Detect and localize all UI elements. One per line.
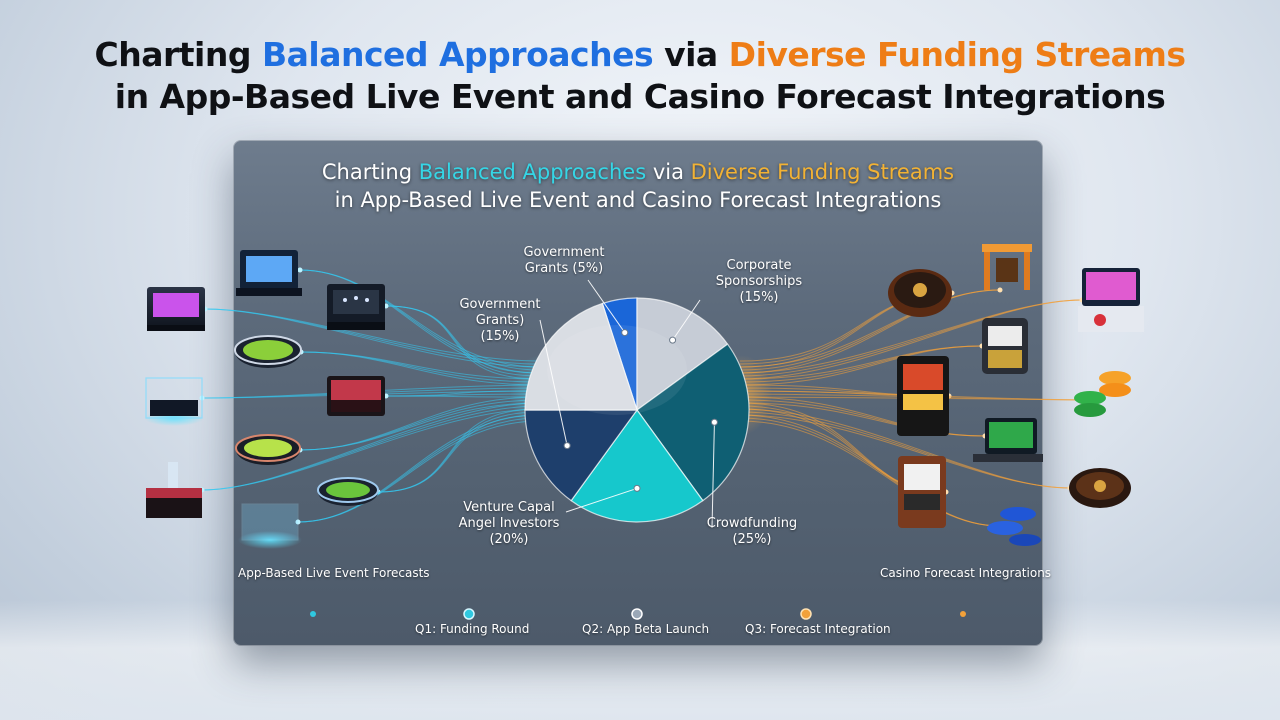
pie-leader-dot-government-grants-5 bbox=[621, 329, 629, 337]
pie-label-venture-capital: Venture Capal Angel Investors (20%) bbox=[458, 500, 560, 547]
left-stream-line bbox=[299, 269, 541, 374]
left-stream-line bbox=[377, 414, 541, 493]
left-stream-line bbox=[201, 408, 541, 491]
main-title-part2: via bbox=[653, 35, 729, 74]
panel-title-line2: in App-Based Live Event and Casino Forec… bbox=[334, 188, 942, 212]
right-stream-line bbox=[739, 414, 1001, 527]
pie-slice-unlabeled bbox=[524, 302, 638, 411]
roulette-wheel-2-icon bbox=[1069, 468, 1131, 508]
stadium-lit-icon bbox=[235, 434, 301, 465]
pie-leader-line-crowdfunding bbox=[711, 422, 715, 529]
laptop-casino-icon bbox=[1078, 268, 1144, 332]
pie-label-government-grants-5: Government Grants (5%) bbox=[523, 245, 605, 276]
panel-title-part2: via bbox=[646, 160, 691, 184]
crowd-arena-icon bbox=[327, 376, 385, 416]
panel-title-highlight-cyan: Balanced Approaches bbox=[418, 160, 647, 184]
blue-chips-icon bbox=[987, 507, 1041, 546]
poker-chips-icon bbox=[1074, 371, 1131, 417]
left-stream-line bbox=[299, 402, 541, 451]
pie-leader-line-government-grants-15 bbox=[539, 319, 568, 446]
concert-stage-icon bbox=[147, 287, 205, 331]
milestone-q3: Q3: Forecast Integration bbox=[745, 622, 891, 636]
left-stream-line bbox=[377, 408, 541, 493]
pie-leader-dot-corporate-sponsorships bbox=[669, 336, 677, 344]
right-caption: Casino Forecast Integrations bbox=[880, 566, 1052, 580]
main-title: Charting Balanced Approaches via Diverse… bbox=[0, 34, 1280, 118]
left-stream-line bbox=[297, 420, 541, 523]
pie-label-government-grants-15: Government Grants) (15%) bbox=[459, 297, 541, 344]
timeline-node-q3 bbox=[800, 608, 812, 620]
left-stream-line bbox=[300, 351, 541, 386]
live-event-icons bbox=[144, 250, 385, 549]
panel-title: Charting Balanced Approaches via Diverse… bbox=[233, 158, 1043, 214]
left-stream-line bbox=[377, 411, 541, 493]
milestone-q2: Q2: App Beta Launch bbox=[582, 622, 710, 636]
right-stream-line bbox=[739, 345, 983, 386]
timeline-end-dot bbox=[960, 611, 966, 617]
left-stream-line bbox=[385, 305, 541, 380]
casino-sign-icon bbox=[982, 244, 1032, 290]
stage-screen-icon bbox=[236, 250, 302, 296]
pie-slice-corporate-sponsorships bbox=[636, 297, 729, 412]
slot-machine-2-icon bbox=[898, 456, 946, 528]
pie-label-crowdfunding: Crowdfunding (25%) bbox=[706, 516, 798, 547]
pie-leader-dot-government-grants-15 bbox=[563, 442, 571, 450]
pie-leader-dot-venture-capital bbox=[633, 484, 641, 492]
main-title-part1: Charting bbox=[94, 35, 262, 74]
crowd-tower-icon bbox=[146, 462, 202, 518]
pie-leader-lines bbox=[539, 279, 718, 529]
right-stream-line bbox=[739, 402, 986, 437]
right-stream-line bbox=[739, 289, 1001, 374]
roulette-wheel-icon bbox=[888, 269, 952, 317]
left-stream-node bbox=[297, 267, 303, 273]
crowd-hologram-icon bbox=[144, 377, 204, 426]
right-stream-line bbox=[739, 414, 1071, 489]
funding-pie-chart bbox=[524, 297, 750, 523]
left-stream-line bbox=[385, 395, 541, 398]
left-stream-node bbox=[295, 519, 301, 525]
stadium-blue-icon bbox=[317, 477, 379, 506]
main-title-line2: in App-Based Live Event and Casino Forec… bbox=[114, 77, 1166, 116]
pie-leader-dot-crowdfunding bbox=[710, 418, 718, 426]
panel-title-part1: Charting bbox=[321, 160, 419, 184]
timeline-node-q1 bbox=[463, 608, 475, 620]
right-stream-node bbox=[997, 287, 1003, 293]
casino-icons bbox=[888, 244, 1144, 546]
pie-sheen bbox=[547, 325, 687, 415]
right-stream-line bbox=[739, 420, 1001, 527]
main-title-highlight-blue: Balanced Approaches bbox=[261, 35, 654, 74]
pie-slice-crowdfunding bbox=[636, 343, 750, 502]
stadium-icon bbox=[234, 335, 302, 368]
pie-leader-line-corporate-sponsorships bbox=[672, 299, 701, 341]
left-caption: App-Based Live Event Forecasts bbox=[238, 566, 430, 580]
right-stream-line bbox=[739, 299, 1083, 380]
timeline bbox=[310, 608, 966, 620]
timeline-start-dot bbox=[310, 611, 316, 617]
stage-truss-icon bbox=[327, 284, 385, 330]
main-title-highlight-orange: Diverse Funding Streams bbox=[728, 35, 1186, 74]
betting-laptop-icon bbox=[973, 418, 1043, 462]
hologram-platform-icon bbox=[238, 503, 302, 549]
milestone-q1: Q1: Funding Round bbox=[415, 622, 530, 636]
panel-title-highlight-gold: Diverse Funding Streams bbox=[690, 160, 955, 184]
timeline-node-q2 bbox=[631, 608, 643, 620]
pie-leader-line-government-grants-5 bbox=[587, 279, 626, 333]
pie-label-corporate-sponsorships: Corporate Sponsorships (15%) bbox=[715, 258, 803, 305]
pie-slice-government-grants-15 bbox=[524, 409, 639, 502]
slot-machine-icon bbox=[982, 318, 1028, 374]
pie-leader-line-venture-capital bbox=[565, 487, 638, 513]
right-stream-line bbox=[739, 417, 1001, 527]
arcade-slot-icon bbox=[897, 356, 949, 436]
